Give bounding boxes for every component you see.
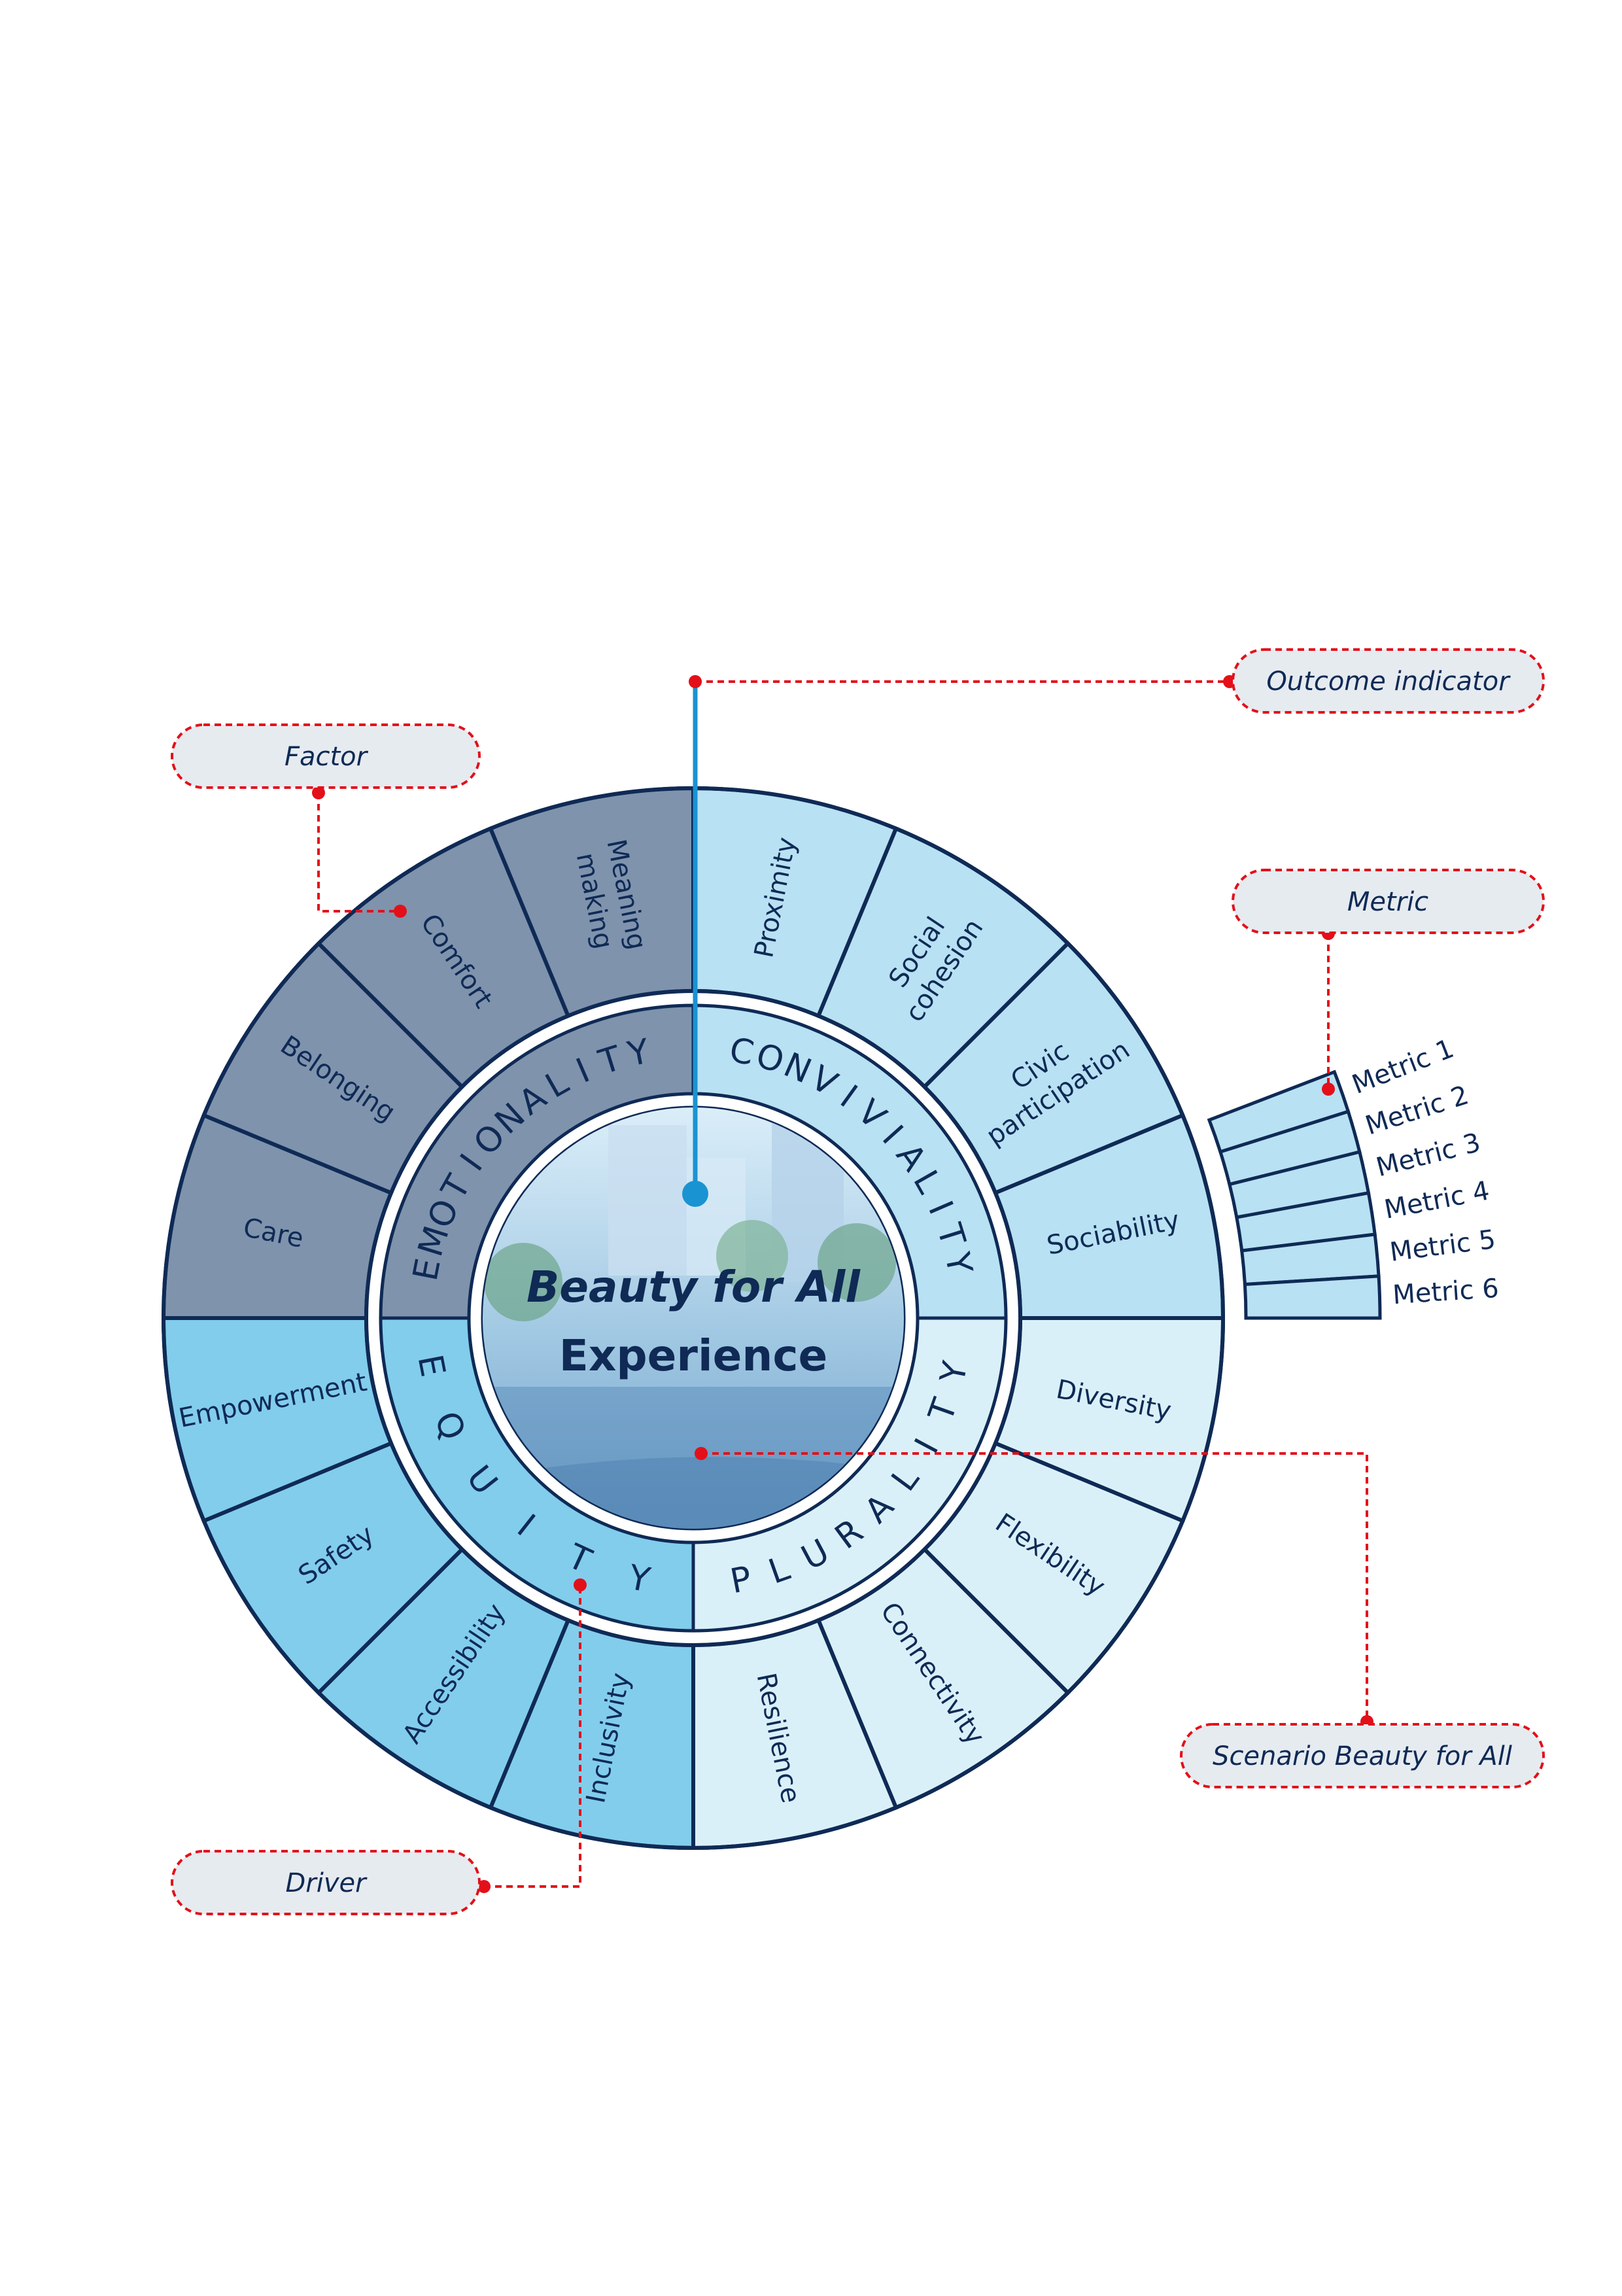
metric-label: Metric 3 — [1373, 1128, 1483, 1183]
metric-label: Metric 6 — [1392, 1274, 1500, 1311]
driver-label-char: C — [726, 1030, 763, 1075]
driver-dot-start — [477, 1880, 491, 1893]
factor-dot-start — [312, 786, 325, 799]
driver-quadrant-equity — [379, 1316, 695, 1633]
callout-metric: Metric — [1232, 869, 1545, 934]
callout-driver-label: Driver — [285, 1868, 368, 1898]
center-title-line1: Beauty for All — [526, 1262, 861, 1312]
factor-dot-end — [394, 905, 407, 918]
scenario-dot-start — [695, 1447, 708, 1460]
callout-dots — [312, 675, 1373, 1893]
metric-label: Metric 4 — [1382, 1175, 1492, 1225]
driver-dot-end — [574, 1578, 587, 1592]
factor-connector — [317, 793, 400, 913]
callout-scenario: Scenario Beauty for All — [1180, 1723, 1545, 1788]
outcome-indicator-dot-start — [689, 675, 702, 688]
callout-metric-label: Metric — [1347, 887, 1428, 917]
center-title-line2: Experience — [559, 1331, 827, 1381]
driver-quadrant-plurality — [691, 1316, 1008, 1633]
driver-quadrant-conviviality — [691, 1003, 1008, 1320]
driver-quadrant-emotionality — [379, 1003, 695, 1320]
callout-factor-label: Factor — [285, 742, 369, 772]
callout-outcome-indicator-label: Outcome indicator — [1266, 667, 1511, 697]
metric-label: Metric 5 — [1388, 1225, 1497, 1268]
callout-driver: Driver — [171, 1850, 481, 1915]
outcome-indicator-dot — [682, 1181, 708, 1207]
metric-dot-end — [1322, 1083, 1335, 1096]
callout-connectors — [317, 680, 1368, 1888]
metric-band-6 — [1243, 1274, 1382, 1320]
callout-outcome-indicator: Outcome indicator — [1232, 648, 1545, 714]
callout-factor: Factor — [171, 723, 481, 789]
callout-scenario-label: Scenario Beauty for All — [1213, 1741, 1512, 1771]
